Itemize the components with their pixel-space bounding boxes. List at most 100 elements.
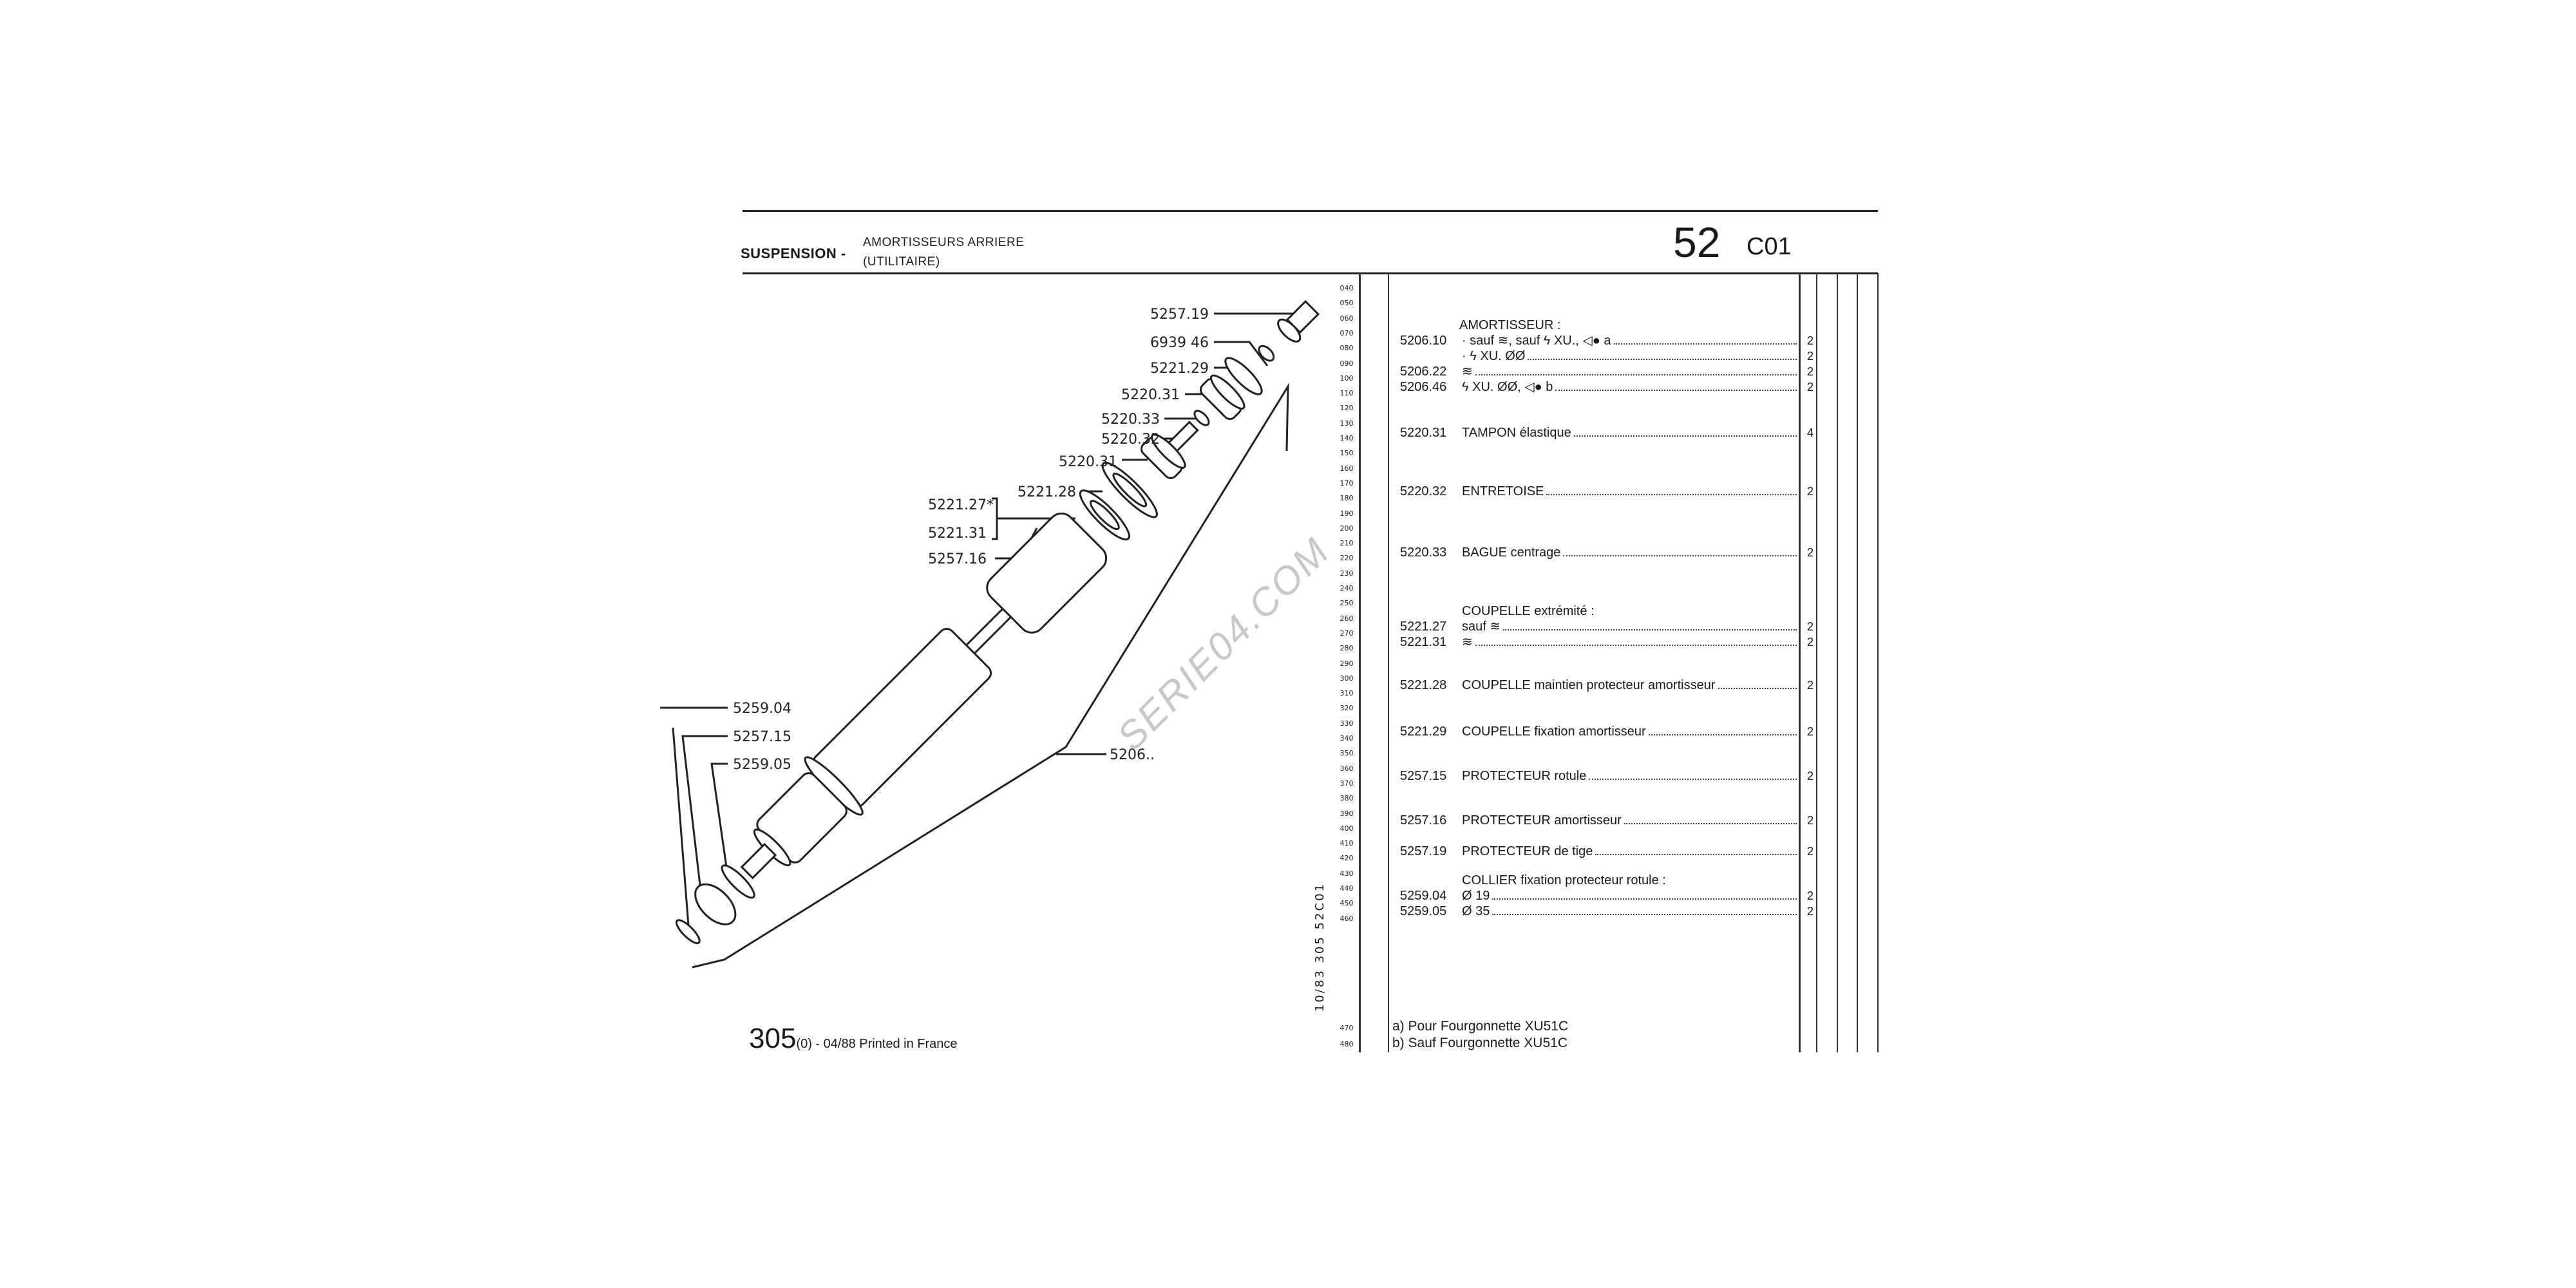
- line-number: 140: [1340, 434, 1354, 442]
- part-quantity: 2: [1807, 365, 1814, 378]
- label-5257-15: 5257.15: [733, 729, 791, 745]
- line-number: 430: [1340, 869, 1354, 878]
- line-number: 270: [1340, 629, 1354, 638]
- line-number: 300: [1340, 674, 1354, 683]
- part-description: PROTECTEUR amortisseur: [1462, 813, 1622, 828]
- line-number: 310: [1340, 689, 1354, 698]
- dot-leader: [1555, 390, 1797, 391]
- collier-5259-05: [721, 864, 755, 899]
- line-number: 380: [1340, 794, 1354, 803]
- bague-5220-33: [1193, 410, 1210, 426]
- part-description: Ø 19: [1462, 889, 1490, 903]
- line-number: 130: [1340, 419, 1354, 428]
- line-number: 100: [1340, 374, 1354, 383]
- line-number: 170: [1340, 478, 1354, 488]
- footer-model: 305: [749, 1023, 797, 1054]
- dot-leader: [1475, 645, 1797, 646]
- line-number: 060: [1340, 314, 1354, 323]
- part-number: 5221.28: [1400, 678, 1447, 692]
- part-description: ENTRETOISE: [1462, 484, 1544, 498]
- leader-line: [681, 735, 728, 902]
- footer: 305(0) - 04/88 Printed in France: [749, 1023, 958, 1055]
- top-rule: [743, 210, 1878, 212]
- part-quantity: 2: [1807, 679, 1814, 692]
- assembly-outline: [692, 383, 1289, 969]
- dot-leader: [1546, 494, 1797, 495]
- part-quantity: 2: [1807, 889, 1814, 902]
- part-quantity: 4: [1807, 426, 1814, 439]
- part-row: 5257.16 PROTECTEUR amortisseur 2: [1400, 813, 1814, 828]
- dot-leader: [1573, 435, 1797, 437]
- dot-leader: [1492, 898, 1797, 900]
- part-number: 5259.04: [1400, 889, 1447, 903]
- part-number: 5206.22: [1400, 365, 1447, 379]
- label-5257-19: 5257.19: [1150, 307, 1209, 323]
- page-code: C01: [1747, 233, 1792, 260]
- line-number: 320: [1340, 704, 1354, 713]
- part-number: 5220.32: [1400, 484, 1447, 498]
- label-5259-04: 5259.04: [733, 701, 791, 717]
- line-number: 400: [1340, 824, 1354, 833]
- column-border-3: [1837, 273, 1838, 1052]
- line-number: 080: [1340, 344, 1354, 353]
- part-number: 5257.15: [1400, 769, 1447, 783]
- column-border-5: [1877, 273, 1879, 1052]
- part-number: 5220.33: [1400, 545, 1447, 560]
- line-number: 390: [1340, 809, 1354, 818]
- footer-info: (0) - 04/88 Printed in France: [796, 1037, 958, 1051]
- part-description: COUPELLE maintien protecteur amortisseur: [1462, 678, 1716, 692]
- line-number: 480: [1340, 1040, 1354, 1048]
- part-number: 5257.16: [1400, 813, 1447, 828]
- part-number: 5221.27: [1400, 620, 1447, 634]
- part-description: TAMPON élastique: [1462, 426, 1571, 440]
- line-number: 250: [1340, 599, 1354, 608]
- line-number: 410: [1340, 839, 1354, 848]
- label-5220-32: 5220.32: [1101, 431, 1160, 448]
- part-number: 5206.46: [1400, 380, 1447, 394]
- line-number: 440: [1340, 884, 1354, 893]
- part-quantity: 2: [1807, 814, 1814, 827]
- label-6939-46: 6939 46: [1150, 335, 1209, 351]
- part-description: ≋: [1462, 365, 1473, 379]
- lower-eye-stem: [740, 842, 777, 880]
- part-number: 5206.10: [1400, 334, 1447, 348]
- line-number: 330: [1340, 719, 1354, 728]
- collier-5259-04: [675, 919, 701, 945]
- part-description: sauf ≋: [1462, 620, 1501, 634]
- line-number: 050: [1340, 299, 1354, 308]
- line-number: 370: [1340, 779, 1354, 788]
- part-row: 5259.04 Ø 19 2: [1400, 889, 1814, 903]
- label-5221-27: 5221.27*: [928, 497, 994, 513]
- dot-leader: [1475, 374, 1797, 375]
- line-number: 040: [1340, 284, 1354, 292]
- line-number: 420: [1340, 854, 1354, 863]
- heading-collier: COLLIER fixation protecteur rotule :: [1462, 873, 1666, 887]
- dot-leader: [1589, 779, 1797, 780]
- dot-leader: [1595, 854, 1797, 855]
- label-5259-05: 5259.05: [733, 757, 791, 773]
- part-quantity: 2: [1807, 381, 1814, 393]
- subtitle-line2: (UTILITAIRE): [863, 255, 940, 269]
- part-number: 5257.19: [1400, 844, 1447, 858]
- label-5220-31-top: 5220.31: [1121, 387, 1180, 403]
- washer-5221-29: [1224, 357, 1263, 395]
- part-quantity: 2: [1807, 905, 1814, 918]
- line-number: 450: [1340, 899, 1354, 908]
- line-number: 120: [1340, 404, 1354, 413]
- dot-leader: [1648, 734, 1797, 735]
- part-number: 5259.05: [1400, 904, 1447, 918]
- line-number: 350: [1340, 749, 1354, 758]
- line-number: 150: [1340, 449, 1354, 458]
- part-quantity: 2: [1807, 620, 1814, 633]
- subtitle-line1: AMORTISSEURS ARRIERE: [863, 236, 1025, 249]
- heading-coupelle: COUPELLE extrémité :: [1462, 604, 1595, 618]
- footnote-a: a) Pour Fourgonnette XU51C: [1392, 1019, 1569, 1034]
- qty-column-left-border: [1799, 273, 1801, 1052]
- dot-leader: [1563, 555, 1797, 556]
- part-description: Ø 35: [1462, 904, 1490, 918]
